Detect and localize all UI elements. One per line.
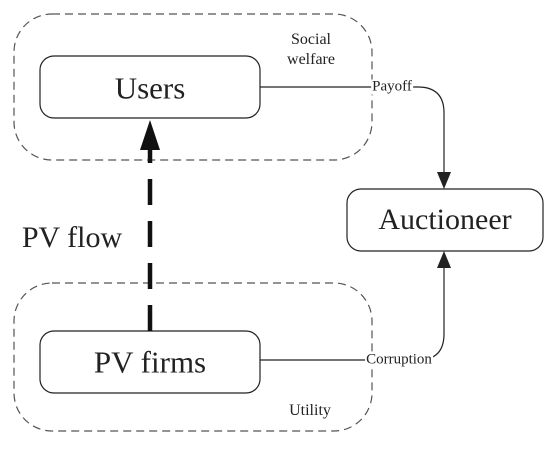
corruption-arrowhead xyxy=(437,251,451,268)
auctioneer-node xyxy=(346,188,544,252)
utility-label: Utility xyxy=(289,402,331,419)
pv-flow-arrowhead xyxy=(140,120,160,150)
payoff-connector xyxy=(260,86,445,186)
corruption-connector xyxy=(260,254,445,361)
social-welfare-group xyxy=(13,13,373,161)
social-welfare-label-line2: welfare xyxy=(287,51,335,68)
corruption-label: Corruption xyxy=(365,351,433,368)
pv-firms-label: PV firms xyxy=(93,344,207,380)
payoff-label: Payoff xyxy=(371,78,413,95)
payoff-arrowhead xyxy=(437,172,451,189)
social-welfare-label-line1: Social xyxy=(291,31,331,48)
pv-flow-label: PV flow xyxy=(21,221,123,254)
users-label: Users xyxy=(114,70,186,106)
auctioneer-label: Auctioneer xyxy=(378,203,512,236)
